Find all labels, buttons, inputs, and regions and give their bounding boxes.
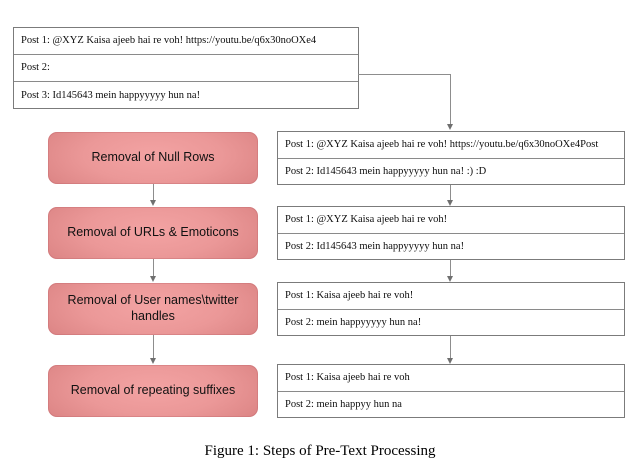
connector-segment-vertical	[450, 260, 451, 277]
step-label: Removal of Null Rows	[91, 150, 215, 165]
arrow-head-icon	[446, 124, 453, 130]
stage-result-table-3: Post 1: Kaisa ajeeb hai re voh! Post 2: …	[277, 282, 625, 336]
table-row: Post 1: Kaisa ajeeb hai re voh	[278, 365, 624, 392]
connector-segment-vertical	[450, 185, 451, 201]
step-label: Removal of repeating suffixes	[70, 383, 236, 398]
table-row: Post 2: Id145643 mein happyyyyy hun na!	[285, 240, 465, 252]
step-label: Removal of URLs & Emoticons	[67, 225, 239, 240]
connector-segment-vertical	[450, 74, 451, 126]
process-step-removal-of-null-rows[interactable]: Removal of Null Rows	[48, 132, 258, 184]
connector-segment-vertical	[153, 335, 154, 359]
stage-result-table-2: Post 1: @XYZ Kaisa ajeeb hai re voh! Pos…	[277, 206, 625, 260]
stage-result-table-4: Post 1: Kaisa ajeeb hai re voh Post 2: m…	[277, 364, 625, 418]
connector-segment-vertical	[450, 336, 451, 359]
arrow-head-icon	[446, 358, 453, 364]
process-step-removal-of-repeating-suffixes[interactable]: Removal of repeating suffixes	[48, 365, 258, 417]
source-posts-table: Post 1: @XYZ Kaisa ajeeb hai re voh! htt…	[13, 27, 359, 109]
arrow-head-icon	[149, 276, 156, 282]
figure-caption: Figure 1: Steps of Pre-Text Processing	[204, 443, 436, 459]
arrow-head-icon	[149, 358, 156, 364]
connector-segment-vertical	[153, 184, 154, 201]
connector-segment-horizontal	[358, 74, 451, 75]
table-row: Post 2: mein happyy hun na	[285, 398, 402, 410]
arrow-head-icon	[446, 276, 453, 282]
table-row: Post 3: Id145643 mein happyyyyy hun na!	[21, 89, 201, 101]
table-row: Post 1: @XYZ Kaisa ajeeb hai re voh!	[278, 207, 624, 234]
arrow-head-icon	[149, 200, 156, 206]
process-step-removal-of-user-names[interactable]: Removal of User names\twitter handles	[48, 283, 258, 335]
step-label: Removal of User names\twitter handles	[67, 293, 239, 323]
table-row: Post 2: mein happyyyyy hun na!	[285, 316, 422, 328]
table-row: Post 2:	[14, 55, 358, 82]
process-step-removal-of-urls-and-emoticons[interactable]: Removal of URLs & Emoticons	[48, 207, 258, 259]
stage-result-table-1: Post 1: @XYZ Kaisa ajeeb hai re voh! htt…	[277, 131, 625, 185]
table-row: Post 2: Id145643 mein happyyyyy hun na! …	[285, 165, 487, 177]
table-row: Post 1: @XYZ Kaisa ajeeb hai re voh! htt…	[14, 28, 358, 55]
table-row: Post 1: @XYZ Kaisa ajeeb hai re voh! htt…	[278, 132, 624, 159]
arrow-head-icon	[446, 200, 453, 206]
table-row: Post 1: Kaisa ajeeb hai re voh!	[278, 283, 624, 310]
connector-segment-vertical	[153, 259, 154, 277]
